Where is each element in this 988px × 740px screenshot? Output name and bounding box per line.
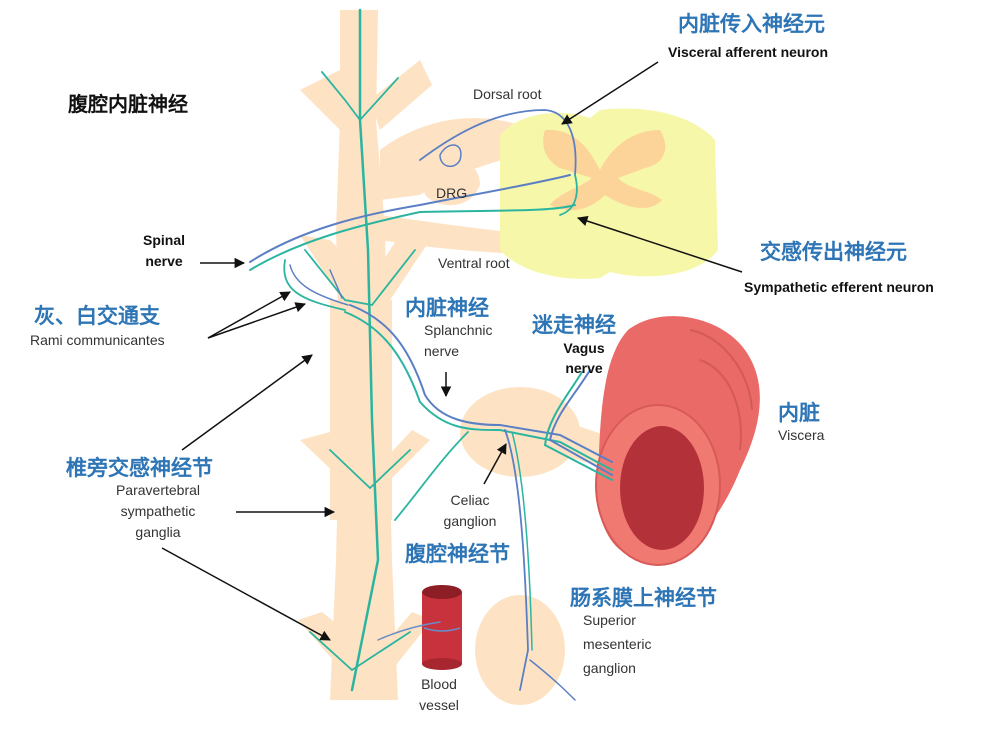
superior-mesenteric-en-label-line1: Superior — [583, 612, 636, 628]
splanchnic-en-label-line2: nerve — [424, 343, 460, 359]
vagus-cn-label: 迷走神经 — [532, 313, 616, 337]
dorsal-root-label: Dorsal root — [473, 86, 542, 102]
spinal-nerve-label-line1: Spinal — [142, 232, 185, 248]
viscera-cn-label: 内脏 — [778, 401, 820, 425]
blood-vessel — [422, 585, 462, 670]
splanchnic-en-label-line1: Splanchnic — [424, 322, 493, 338]
celiac-ganglion-tissue — [460, 387, 620, 705]
superior-mesenteric-en-label-line3: ganglion — [583, 660, 636, 676]
visceral-afferent-cn-label: 内脏传入神经元 — [678, 12, 825, 36]
visceral-afferent-en-label: Visceral afferent neuron — [668, 44, 829, 60]
paravertebral-en-label-line1: Paravertebral — [115, 482, 201, 498]
rami-en-label: Rami communicantes — [30, 332, 165, 348]
sympathetic-efferent-en-label: Sympathetic efferent neuron — [744, 279, 934, 295]
splanchnic-cn-label: 内脏神经 — [405, 296, 489, 320]
spinal-nerve-label-line2: nerve — [145, 253, 183, 269]
annotation-arrows — [161, 61, 743, 641]
sympathetic-efferent-cn-label: 交感传出神经元 — [760, 240, 907, 264]
blood-vessel-label-line2: vessel — [419, 697, 459, 713]
paravertebral-cn-label: 椎旁交感神经节 — [66, 456, 213, 480]
spinal-cord — [500, 108, 718, 279]
splanchnic-nerve-path — [344, 304, 613, 701]
celiac-cn-label: 腹腔神经节 — [405, 542, 510, 566]
vagus-en-label-line1: Vagus — [563, 340, 605, 356]
paravertebral-en-label-line3: ganglia — [135, 524, 181, 540]
celiac-en-label-line1: Celiac — [450, 492, 490, 508]
vagus-nerve-path — [543, 369, 613, 481]
ventral-root-label: Ventral root — [438, 255, 510, 271]
paravertebral-en-label-line2: sympathetic — [120, 503, 196, 519]
blood-vessel-label-line1: Blood — [421, 676, 457, 692]
celiac-en-label-line2: ganglion — [443, 513, 497, 529]
drg-label: DRG — [436, 185, 468, 201]
page-title: 腹腔内脏神经 — [68, 92, 188, 116]
vagus-en-label-line2: nerve — [565, 360, 603, 376]
superior-mesenteric-cn-label: 肠系膜上神经节 — [570, 586, 717, 610]
rami-cn-label: 灰、白交通支 — [34, 304, 160, 328]
superior-mesenteric-en-label-line2: mesenteric — [583, 636, 652, 652]
viscera — [595, 316, 760, 566]
sympathetic-chain-nerves — [304, 8, 416, 692]
viscera-en-label: Viscera — [778, 427, 825, 443]
spinal-nerve-paths — [249, 109, 578, 311]
